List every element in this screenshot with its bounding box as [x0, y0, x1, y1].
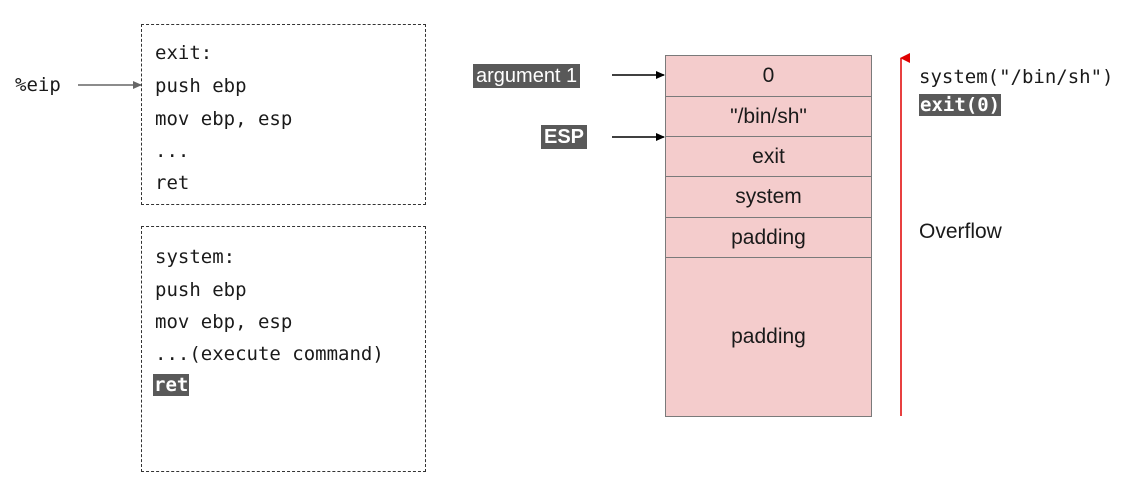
exit-line-label: exit: — [155, 42, 213, 64]
system-call-text: system("/bin/sh") — [919, 66, 1114, 88]
stack-cell-binsh: "/bin/sh" — [666, 97, 871, 137]
stack-cell-1-text: "/bin/sh" — [730, 104, 807, 128]
stack-cell-exit: exit — [666, 137, 871, 177]
eip-label: %eip — [15, 74, 61, 96]
stack-cell-0-text: 0 — [762, 64, 775, 87]
system-line-push: push ebp — [155, 279, 247, 301]
stack-frame: 0 "/bin/sh" exit system padding padding — [665, 55, 872, 417]
stack-cell-system: system — [666, 177, 871, 218]
exit-line-ret: ret — [155, 172, 190, 194]
exit-code-block: exit: push ebp mov ebp, esp ... ret — [141, 24, 426, 205]
stack-cell-4-text: padding — [731, 225, 806, 249]
stack-cell-3-text: system — [735, 185, 802, 208]
exit-call-highlight: exit(0) — [919, 94, 1002, 116]
stack-cell-padding-2: padding — [666, 258, 871, 416]
system-line-mov: mov ebp, esp — [155, 311, 293, 333]
exit-call-line: exit(0) — [919, 94, 1002, 116]
exit-line-ellipsis: ... — [155, 140, 190, 162]
system-line-ret: ret — [153, 374, 190, 396]
stack-cell-5-text: padding — [731, 325, 806, 348]
stack-cell-2-text: exit — [752, 144, 785, 168]
esp-label: ESP — [541, 125, 588, 149]
exit-line-mov: mov ebp, esp — [155, 108, 293, 130]
argument-label: argument 1 — [473, 64, 581, 88]
exit-line-push: push ebp — [155, 75, 247, 97]
system-ret-highlight: ret — [153, 374, 190, 396]
overflow-label: Overflow — [919, 220, 1002, 243]
system-line-label: system: — [155, 246, 236, 268]
stack-cell-padding-1: padding — [666, 218, 871, 258]
system-line-execute: ...(execute command) — [155, 343, 384, 365]
stack-cell-argument: 0 — [666, 56, 871, 97]
system-code-block: system: push ebp mov ebp, esp ...(execut… — [141, 226, 426, 472]
